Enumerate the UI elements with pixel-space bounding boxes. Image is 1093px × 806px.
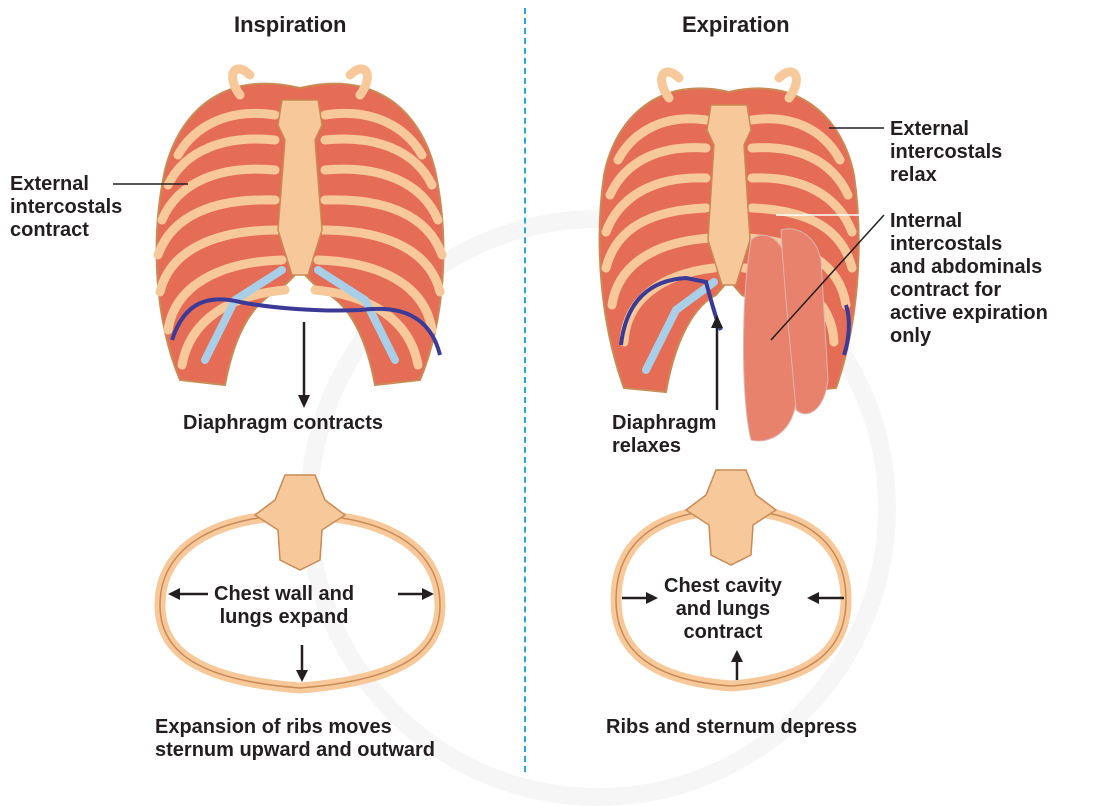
- diaphragm-relaxes-label: Diaphragm relaxes: [612, 412, 716, 458]
- inspiration-panel: Inspiration: [0, 0, 546, 772]
- inspiration-rib-cage: [157, 69, 444, 385]
- chest-cavity-contract-label: Chest cavity and lungs contract: [664, 575, 782, 644]
- expiration-panel: Expiration: [546, 0, 1092, 772]
- expiration-caption: Ribs and sternum depress: [606, 716, 857, 739]
- expiration-illustration: [546, 0, 1092, 772]
- chest-wall-expand-label: Chest wall and lungs expand: [214, 583, 354, 629]
- panel-divider: [524, 8, 526, 772]
- internal-intercostals-label: Internal intercostals and abdominals con…: [890, 210, 1048, 348]
- inspiration-illustration: [0, 0, 546, 772]
- inspiration-caption: Expansion of ribs moves sternum upward a…: [155, 716, 435, 762]
- external-intercostals-contract-label: External intercostals contract: [10, 173, 122, 242]
- external-intercostals-relax-label: External intercostals relax: [890, 118, 1002, 187]
- expiration-rib-cage: [600, 72, 859, 441]
- inspiration-cross-section: [160, 475, 440, 688]
- diaphragm-contracts-label: Diaphragm contracts: [183, 412, 383, 435]
